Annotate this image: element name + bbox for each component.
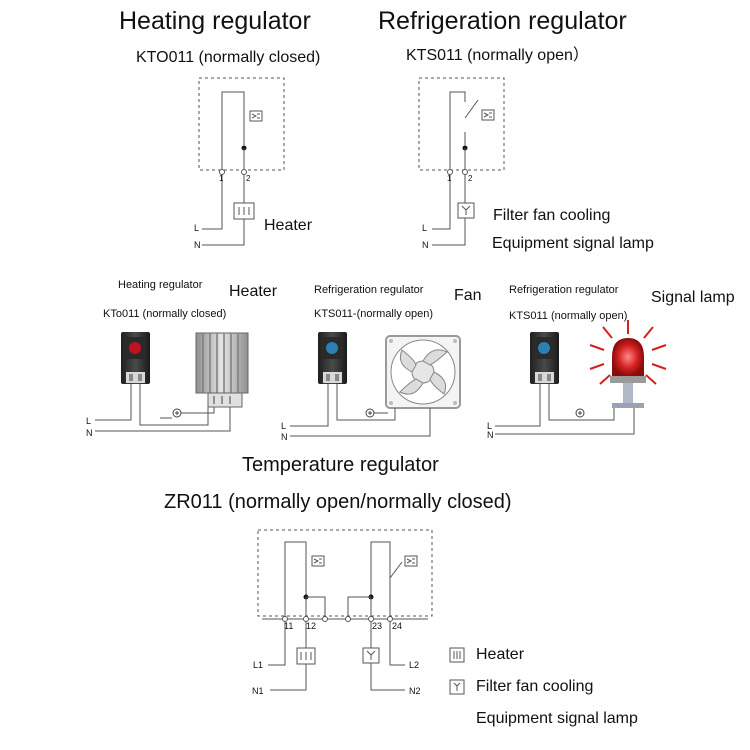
kts011-label: KTS011 (normally open） bbox=[406, 47, 589, 64]
kto-terminal-2: 2 bbox=[246, 174, 251, 183]
signal-lamp-label: Equipment signal lamp bbox=[492, 235, 654, 252]
legend-heater-label: Heater bbox=[476, 646, 525, 663]
panel3-line-n: N bbox=[487, 430, 494, 440]
fan-symbol-icon bbox=[449, 679, 465, 695]
heater-label: Heater bbox=[264, 217, 313, 234]
kts-line-n: N bbox=[422, 240, 429, 250]
fan-device-icon bbox=[385, 335, 461, 409]
panel1-line-l: L bbox=[86, 416, 91, 426]
ground-symbol-icon bbox=[575, 408, 585, 418]
temperature-regulator-title: Temperature regulator bbox=[242, 454, 439, 476]
heater-symbol-icon bbox=[233, 202, 255, 220]
fan-symbol-icon bbox=[457, 202, 475, 219]
panel3-wiring bbox=[495, 320, 667, 435]
panel3-line-l: L bbox=[487, 421, 492, 431]
panel2-wiring bbox=[290, 332, 461, 437]
panel1-line-n: N bbox=[86, 428, 93, 438]
thermostat-device-icon bbox=[318, 332, 347, 384]
panel1-device: Heater bbox=[229, 283, 278, 300]
zr-terminal-23: 23 bbox=[372, 621, 382, 631]
refrigeration-regulator-title: Refrigeration regulator bbox=[378, 7, 627, 35]
thermo-symbol-icon bbox=[249, 110, 263, 122]
zr-line-l2: L2 bbox=[409, 660, 419, 670]
fan-symbol-icon bbox=[362, 647, 380, 664]
thermostat-device-icon bbox=[121, 332, 150, 384]
zr-line-n2: N2 bbox=[409, 686, 421, 696]
panel2-line-n: N bbox=[281, 432, 288, 442]
kts-line-l: L bbox=[422, 223, 427, 233]
ground-symbol-icon bbox=[172, 408, 182, 418]
panel1-model: KTo011 (normally closed) bbox=[103, 308, 227, 320]
zr-terminal-24: 24 bbox=[392, 621, 402, 631]
panel2-line-l: L bbox=[281, 421, 286, 431]
thermo-symbol-icon bbox=[311, 555, 325, 567]
kts011-schematic bbox=[418, 77, 505, 246]
heater-symbol-icon bbox=[449, 647, 465, 663]
kto011-schematic bbox=[198, 77, 285, 246]
panel2-title: Refrigeration regulator bbox=[314, 284, 424, 296]
legend-lamp-label: Equipment signal lamp bbox=[476, 710, 638, 727]
panel1-wiring bbox=[95, 332, 249, 432]
thermostat-device-icon bbox=[530, 332, 559, 384]
ground-symbol-icon bbox=[365, 408, 375, 418]
panel2-device: Fan bbox=[454, 287, 482, 304]
panel3-model: KTS011 (normally open) bbox=[509, 310, 628, 322]
kts-terminal-2: 2 bbox=[468, 174, 473, 183]
thermo-symbol-icon bbox=[404, 555, 418, 567]
heater-symbol-icon bbox=[296, 647, 316, 665]
thermo-symbol-icon bbox=[481, 109, 495, 121]
kto-line-n: N bbox=[194, 240, 201, 250]
legend-fan-label: Filter fan cooling bbox=[476, 678, 594, 695]
kto-line-l: L bbox=[194, 223, 199, 233]
kto-terminal-1: 1 bbox=[219, 174, 224, 183]
panel1-title: Heating regulator bbox=[118, 279, 203, 291]
zr-terminal-11: 11 bbox=[284, 621, 293, 631]
filter-fan-label: Filter fan cooling bbox=[493, 207, 611, 224]
panel2-model: KTS011-(normally open) bbox=[314, 308, 434, 320]
panel3-device: Signal lamp bbox=[651, 289, 735, 306]
kto011-label: KTO011 (normally closed) bbox=[136, 49, 321, 66]
zr011-label: ZR011 (normally open/normally closed) bbox=[164, 491, 512, 513]
panel3-title: Refrigeration regulator bbox=[509, 284, 619, 296]
zr-terminal-12: 12 bbox=[306, 621, 316, 631]
heating-regulator-title: Heating regulator bbox=[119, 7, 311, 35]
kts-terminal-1: 1 bbox=[447, 174, 452, 183]
signal-lamp-icon bbox=[589, 320, 667, 408]
zr-line-l1: L1 bbox=[253, 660, 263, 670]
zr011-schematic bbox=[257, 529, 465, 695]
heater-device-icon bbox=[195, 332, 249, 408]
zr-line-n1: N1 bbox=[252, 686, 264, 696]
